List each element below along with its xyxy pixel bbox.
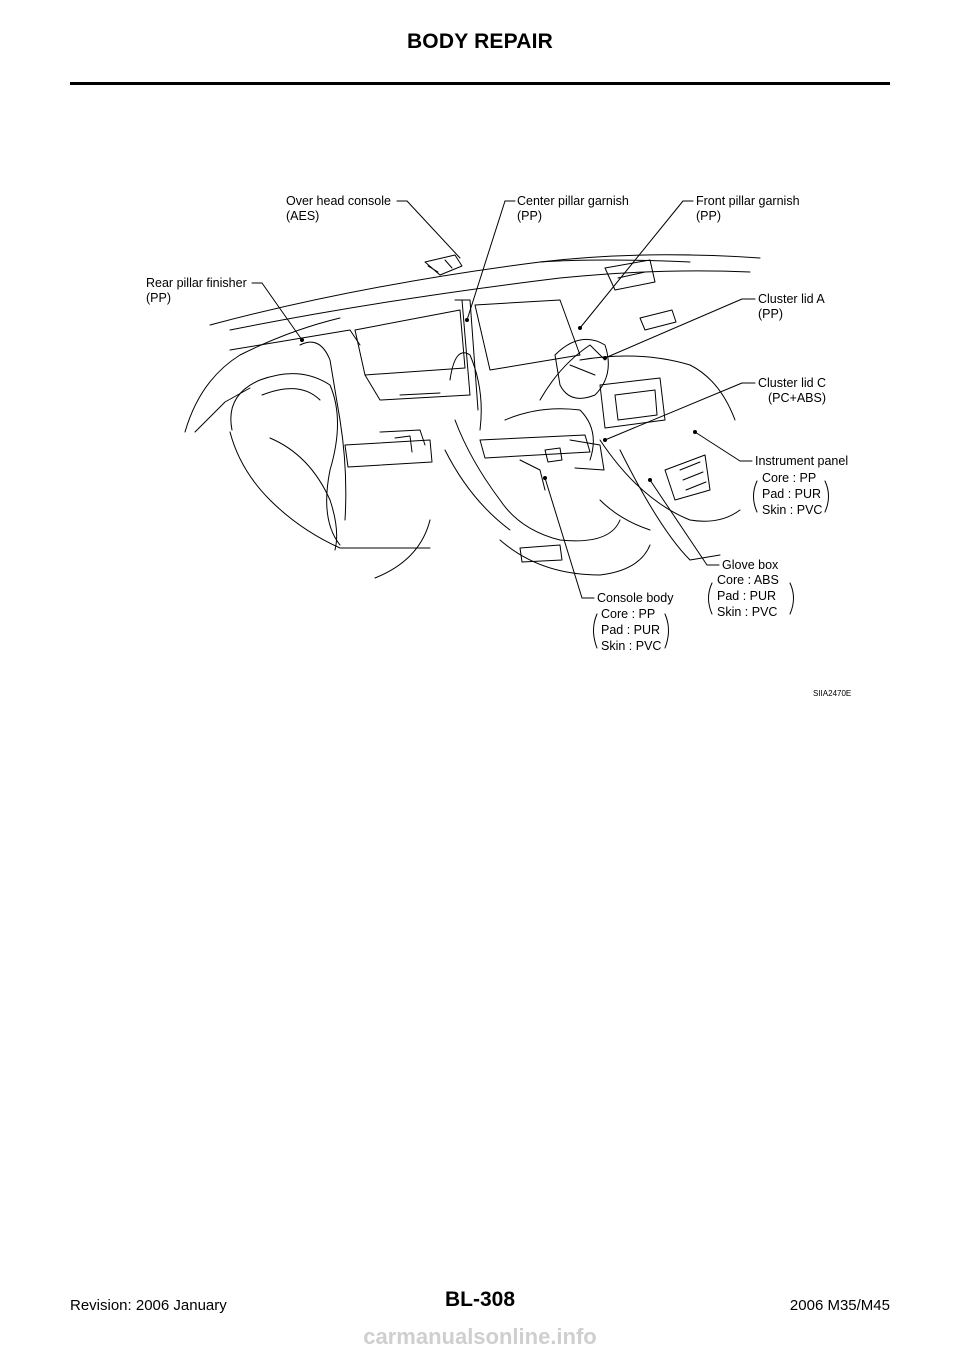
front-pillar-material: (PP) (696, 209, 721, 223)
watermark: carmanualsonline.info (363, 1324, 597, 1349)
page-title: BODY REPAIR (406, 30, 554, 53)
revision-text: Revision: 2006 January (70, 1297, 227, 1314)
instrument-panel-core: Core : PP (762, 471, 817, 485)
instrument-panel-pad: Pad : PUR (762, 487, 822, 501)
page-number: BL-308 (444, 1288, 516, 1311)
glove-box-skin: Skin : PVC (717, 605, 778, 619)
rear-pillar-label: Rear pillar finisher (146, 276, 247, 290)
front-pillar-label: Front pillar garnish (696, 194, 800, 208)
console-body-label: Console body (597, 591, 674, 605)
header-rule (70, 82, 890, 85)
vehicle-interior-illustration (184, 200, 829, 649)
console-body-pad: Pad : PUR (601, 623, 661, 637)
glove-box-core: Core : ABS (717, 573, 779, 587)
model-text: 2006 M35/M45 (789, 1297, 890, 1314)
instrument-panel-label: Instrument panel (755, 454, 849, 468)
center-pillar-label: Center pillar garnish (517, 194, 629, 208)
cluster-lid-c-material: (PC+ABS) (768, 391, 827, 405)
center-pillar-material: (PP) (517, 209, 542, 223)
glove-box-label: Glove box (722, 558, 779, 572)
figure-code: SIIA2470E (813, 689, 852, 698)
overhead-console-label: Over head console (286, 194, 391, 208)
console-body-skin: Skin : PVC (601, 639, 662, 653)
rear-pillar-material: (PP) (146, 291, 171, 305)
cluster-lid-a-label: Cluster lid A (758, 292, 825, 306)
console-body-core: Core : PP (601, 607, 656, 621)
instrument-panel-skin: Skin : PVC (762, 503, 823, 517)
overhead-console-material: (AES) (286, 209, 320, 223)
interior-trim-diagram: Over head console (AES) Center pillar ga… (146, 194, 852, 698)
cluster-lid-c-label: Cluster lid C (758, 376, 827, 390)
glove-box-pad: Pad : PUR (717, 589, 777, 603)
cluster-lid-a-material: (PP) (758, 307, 783, 321)
